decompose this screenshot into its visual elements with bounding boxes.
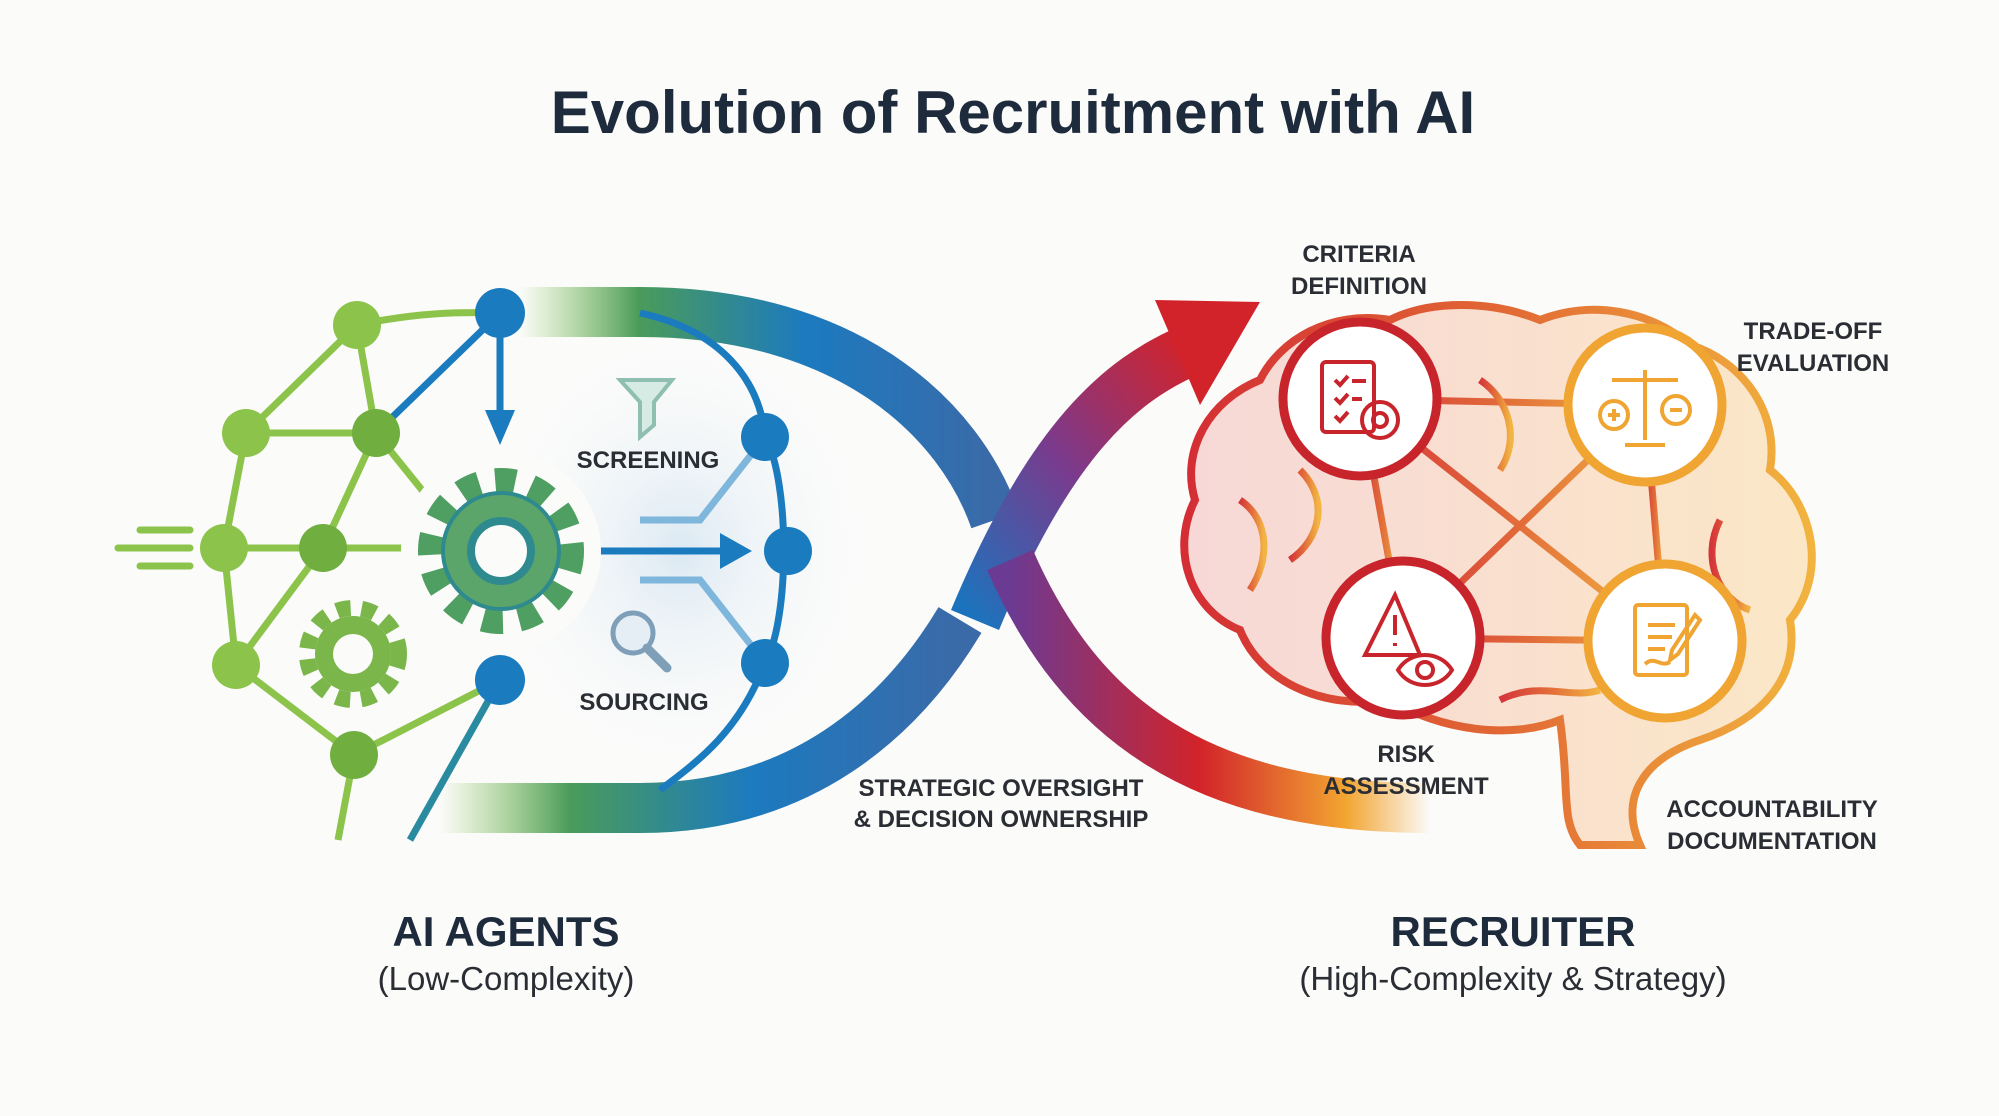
- accountability-label-line1: ACCOUNTABILITY: [1666, 796, 1878, 823]
- center-label-line1: STRATEGIC OVERSIGHT: [859, 775, 1144, 802]
- criteria-node: [1278, 317, 1442, 481]
- page-title: Evolution of Recruitment with AI: [551, 79, 1475, 146]
- recruiter-heading: RECRUITER: [1390, 908, 1635, 955]
- ai-agents-subheading: (Low-Complexity): [378, 960, 635, 997]
- accountability-node: [1583, 559, 1747, 723]
- upward-arrow: [951, 326, 1201, 631]
- funnel-icon: [615, 378, 677, 442]
- large-gear-icon: [418, 468, 584, 634]
- tradeoff-label-line1: TRADE-OFF: [1744, 318, 1883, 345]
- arrow-right-icon: [720, 533, 752, 569]
- arrowhead-icon: [1155, 300, 1260, 405]
- screening-label: SCREENING: [577, 447, 720, 474]
- brain-illustration: [1180, 301, 1816, 849]
- checklist-gear-icon: [1320, 360, 1400, 440]
- sourcing-label: SOURCING: [579, 689, 708, 716]
- recruiter-subheading: (High-Complexity & Strategy): [1299, 960, 1726, 997]
- balance-scale-icon: [1598, 370, 1692, 447]
- risk-node: [1321, 556, 1485, 720]
- criteria-label-line2: DEFINITION: [1291, 273, 1427, 300]
- ai-network: [114, 288, 812, 842]
- risk-label-line1: RISK: [1377, 741, 1435, 768]
- accountability-label-line2: DOCUMENTATION: [1667, 828, 1877, 855]
- signed-document-icon: [1633, 603, 1703, 677]
- criteria-label-line1: CRITERIA: [1302, 241, 1415, 268]
- tradeoff-label-line2: EVALUATION: [1737, 350, 1889, 377]
- small-gear-icon: [299, 600, 407, 708]
- magnifier-icon: [610, 610, 672, 673]
- ai-agents-heading: AI AGENTS: [392, 908, 619, 955]
- center-label-line2: & DECISION OWNERSHIP: [854, 806, 1149, 833]
- warning-eye-icon: [1361, 590, 1455, 687]
- tradeoff-node: [1563, 323, 1727, 487]
- risk-label-line2: ASSESSMENT: [1323, 773, 1489, 800]
- arrow-down-icon: [485, 410, 515, 445]
